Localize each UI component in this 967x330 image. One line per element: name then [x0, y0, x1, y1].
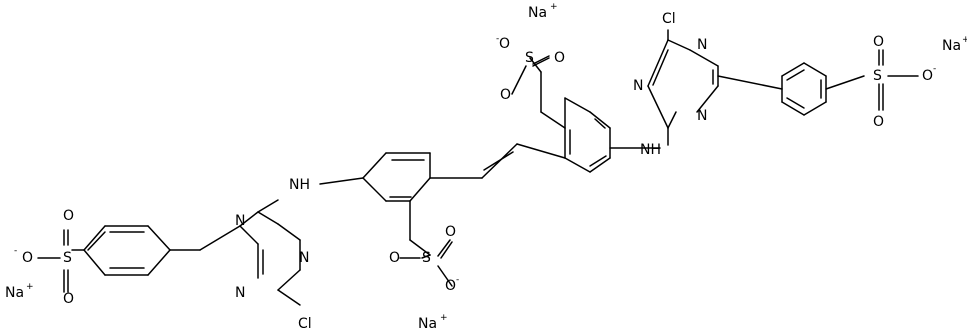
bond-line: [83, 249, 106, 276]
sulfonate-upper-charge: -: [496, 34, 499, 44]
bond-line: [440, 241, 453, 259]
sodium-ion-bottom: Na: [418, 316, 437, 330]
bond-line: [147, 249, 171, 276]
sulfonate-upper-s: S: [525, 50, 534, 66]
sodium-ion-left: Na: [5, 285, 24, 301]
amine-left: NH: [289, 177, 310, 193]
bond-line: [257, 199, 279, 213]
bond-line: [696, 85, 719, 113]
sulfonate-right-s: S: [873, 68, 882, 84]
atom-labels: Na + Na + Na + Na + Cl Cl NH NH N N N N …: [5, 2, 967, 330]
sulfonate-left-s: S: [63, 250, 72, 266]
bond-line: [781, 101, 805, 116]
bond-line: [483, 151, 514, 171]
bond-lines: [37, 29, 919, 306]
bond-line: [589, 155, 607, 167]
bond-line: [786, 97, 805, 109]
bond-line: [516, 143, 566, 159]
sodium-charge-right: +: [962, 35, 967, 45]
bond-line: [564, 97, 591, 113]
bond-line: [589, 111, 611, 129]
sodium-charge-left: +: [26, 282, 34, 292]
bond-line: [667, 111, 677, 129]
sulfonate-upper-o-minus: O: [499, 36, 510, 52]
sulfonate-upper-o-bottom: O: [500, 87, 511, 103]
bond-line: [257, 211, 279, 225]
bond-line: [825, 75, 865, 90]
bond-line: [421, 254, 431, 259]
triazine-left-n2: N: [299, 250, 309, 266]
bond-line: [83, 225, 106, 251]
bond-line: [667, 39, 691, 51]
bond-line: [652, 49, 669, 86]
sulfonate-lower-o-minus: O: [445, 278, 456, 294]
bond-line: [199, 225, 241, 251]
bond-line: [277, 269, 301, 291]
bond-line: [147, 225, 171, 251]
triazine-right-n2: N: [633, 78, 643, 94]
sulfonate-left-o-bottom: O: [63, 291, 74, 307]
triazine-left-n1: N: [235, 213, 245, 229]
bond-line: [87, 231, 106, 251]
sulfonate-lower-o-top: O: [445, 224, 456, 240]
bond-line: [540, 111, 566, 129]
bond-line: [803, 62, 827, 77]
bond-line: [511, 65, 527, 95]
sulfonate-upper-o-right: O: [554, 50, 565, 66]
bond-line: [564, 157, 591, 173]
sulfonate-lower-o-left: O: [389, 250, 400, 266]
triazine-right-n1: N: [697, 37, 707, 53]
bond-line: [362, 152, 387, 179]
bond-line: [647, 39, 669, 87]
bond-line: [239, 225, 259, 245]
bond-line: [532, 55, 550, 65]
bond-line: [362, 177, 387, 202]
bond-line: [589, 157, 611, 173]
sulfonate-left-charge: -: [14, 246, 17, 256]
sulfonate-left-o-top: O: [63, 208, 74, 224]
bond-line: [437, 239, 451, 257]
triazine-left-n3: N: [235, 285, 245, 301]
bond-line: [786, 69, 805, 81]
sulfonate-right-charge: -: [933, 64, 936, 74]
bond-line: [532, 57, 550, 67]
bond-line: [277, 223, 301, 241]
bond-line: [781, 62, 805, 77]
sulfonate-lower-s: S: [422, 250, 431, 266]
bond-line: [319, 177, 364, 185]
bond-line: [717, 75, 783, 90]
sodium-charge-top: +: [550, 2, 558, 12]
sodium-ion-right: Na: [942, 38, 961, 54]
triazine-right-n3: N: [697, 108, 707, 124]
sodium-ion-top: Na: [528, 5, 547, 21]
sulfonate-left-o-minus: O: [22, 250, 33, 266]
bond-line: [594, 118, 606, 129]
amine-right: NH: [640, 142, 661, 158]
bond-line: [277, 289, 301, 306]
bond-line: [409, 239, 431, 256]
bond-line: [803, 101, 827, 116]
bond-line: [409, 177, 431, 202]
bond-line: [437, 265, 453, 287]
sulfonate-right-o-bottom: O: [873, 114, 884, 130]
chlorine-top: Cl: [662, 11, 676, 27]
bond-line: [647, 85, 669, 129]
sulfonate-right-o-minus: O: [922, 68, 933, 84]
chlorine-bottom: Cl: [298, 316, 312, 330]
sodium-charge-bottom: +: [440, 313, 448, 323]
bond-line: [689, 49, 719, 67]
sulfonate-lower-charge: -: [456, 275, 459, 285]
sulfonate-right-o-top: O: [873, 34, 884, 50]
bond-line: [239, 211, 259, 227]
